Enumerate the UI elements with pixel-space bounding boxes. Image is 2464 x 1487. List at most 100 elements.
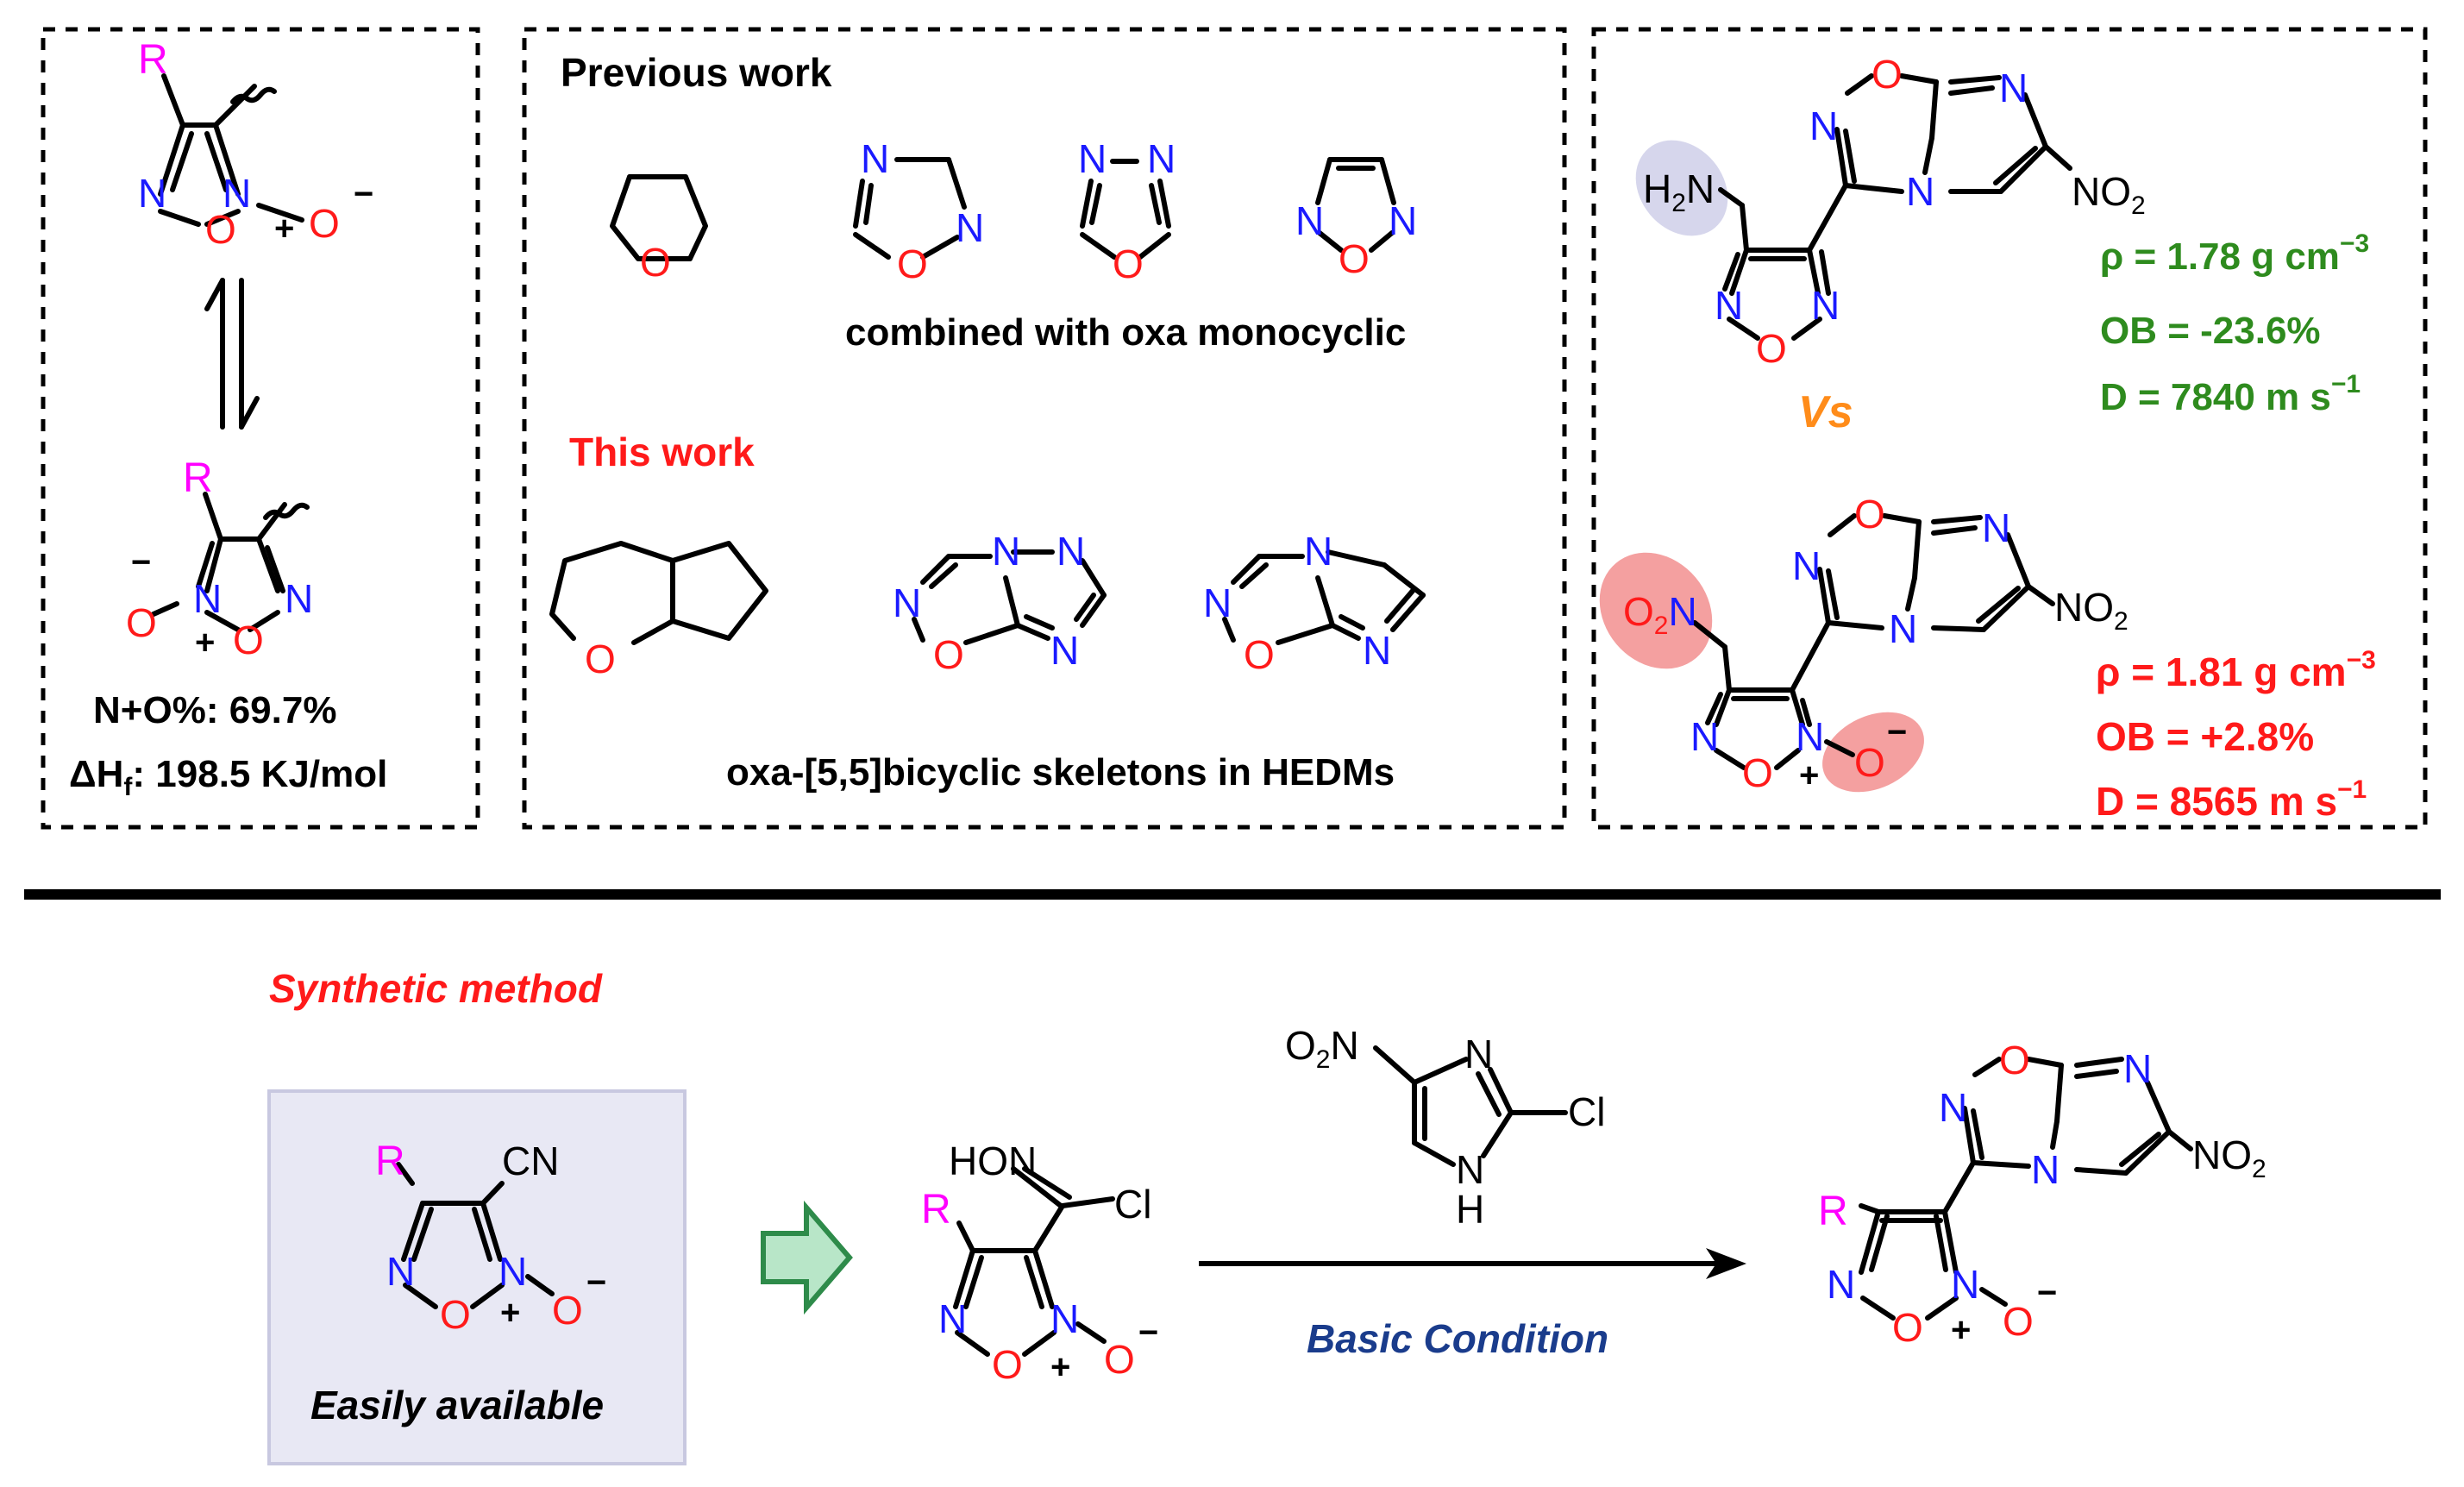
nitrogen-atom: N bbox=[893, 580, 921, 625]
nitro-group-label: NO2 bbox=[2192, 1133, 2267, 1183]
r-group-label: R bbox=[138, 37, 168, 83]
combined-monocyclic-caption: combined with oxa monocyclic bbox=[845, 311, 1406, 354]
nitro-group-label: O2N bbox=[1623, 589, 1697, 640]
nitrogen-atom: N bbox=[992, 529, 1020, 574]
nitrogen-atom: N bbox=[386, 1249, 415, 1294]
oxygen-atom: O bbox=[1872, 52, 1903, 97]
nitrogen-atom: N bbox=[1050, 628, 1079, 673]
nitrogen-atom: N bbox=[1464, 1032, 1493, 1076]
oxa-bicyclooctane-structure: O bbox=[549, 541, 768, 681]
plus-charge: + bbox=[274, 210, 294, 248]
starting-material-structure: R CN N N O O + − bbox=[375, 1139, 606, 1337]
oxygen-atom: O bbox=[933, 632, 964, 677]
compound2-oxygen-balance: OB = +2.8% bbox=[2096, 714, 2314, 759]
reaction-arrow bbox=[1199, 1248, 1746, 1279]
vs-label: Vs bbox=[1798, 387, 1853, 437]
nitrogen-atom: N bbox=[1889, 606, 1917, 651]
n-o-percent-label: N+O%: 69.7% bbox=[93, 689, 336, 731]
nitrogen-atom: N bbox=[285, 576, 313, 621]
r-group-label: R bbox=[375, 1139, 405, 1184]
furoxan-top-structure: R N N O O + − bbox=[138, 37, 373, 252]
oxadiazolo-imidazole-structure: N N N O bbox=[1203, 529, 1426, 677]
oxygen-atom: O bbox=[1854, 492, 1885, 536]
amino-group-label: H2N bbox=[1643, 166, 1715, 217]
nitrogen-atom: N bbox=[1796, 714, 1824, 759]
compound1-oxygen-balance: OB = -23.6% bbox=[2100, 310, 2321, 352]
oxygen-atom: O bbox=[440, 1292, 471, 1337]
minus-charge: − bbox=[1138, 1314, 1158, 1352]
nitrogen-atom: N bbox=[138, 171, 166, 216]
minus-charge: − bbox=[131, 543, 151, 581]
nitrogen-atom: N bbox=[1050, 1296, 1079, 1341]
nitrogen-atom: N bbox=[1078, 136, 1107, 181]
oxadiazole-124-structure: N N O bbox=[853, 136, 984, 286]
oxygen-atom: O bbox=[1742, 750, 1773, 795]
oxygen-atom: O bbox=[233, 618, 264, 662]
plus-charge: + bbox=[1050, 1348, 1070, 1386]
nitrogen-atom: N bbox=[861, 136, 889, 181]
chlorine-label: Cl bbox=[1568, 1089, 1605, 1134]
nitrogen-atom: N bbox=[1295, 198, 1324, 243]
amino-highlight bbox=[1635, 140, 1728, 236]
hydroxyimino-label: HON bbox=[949, 1139, 1037, 1183]
nitrogen-atom: N bbox=[2123, 1046, 2152, 1091]
oxygen-atom: O bbox=[1892, 1305, 1923, 1350]
easily-available-caption: Easily available bbox=[310, 1383, 604, 1427]
this-work-heading: This work bbox=[569, 430, 755, 474]
nitrogen-atom: N bbox=[1809, 104, 1838, 148]
enthalpy-label: ΔHf: 198.5 KJ/mol bbox=[69, 753, 387, 801]
nitrogen-atom: N bbox=[498, 1249, 527, 1294]
nitrogen-atom: N bbox=[193, 576, 222, 621]
oxygen-atom: O bbox=[1339, 236, 1370, 281]
oxygen-atom: O bbox=[1104, 1337, 1135, 1382]
compound2-density: ρ = 1.81 g cm−3 bbox=[2096, 646, 2376, 694]
minus-charge: − bbox=[1887, 713, 1907, 751]
nitro-highlight bbox=[1599, 552, 1713, 669]
nitrogen-atom: N bbox=[938, 1296, 967, 1341]
oxygen-atom: O bbox=[897, 242, 928, 286]
nitrogen-atom: N bbox=[1304, 529, 1332, 574]
tetrahydrofuran-structure: O bbox=[610, 174, 708, 285]
furoxan-bottom-structure: R N N O O + − bbox=[126, 455, 313, 662]
nitrogen-atom: N bbox=[1906, 169, 1934, 214]
nitrogen-atom: N bbox=[1951, 1262, 1979, 1307]
plus-charge: + bbox=[195, 624, 215, 662]
nitro-group-label: NO2 bbox=[2054, 585, 2129, 636]
nitrogen-atom: N bbox=[2031, 1147, 2060, 1192]
panel-comparison-frame bbox=[1591, 27, 2428, 830]
compound1-density: ρ = 1.78 g cm−3 bbox=[2100, 229, 2369, 278]
compound2-detonation-velocity: D = 8565 m s−1 bbox=[2096, 775, 2367, 824]
nitrogen-atom: N bbox=[1999, 66, 2028, 110]
oxadiazolo-triazole-structure: N N N N O bbox=[893, 529, 1107, 677]
product-structure: R N O N N N N O O + − NO2 bbox=[1818, 1038, 2267, 1350]
nitrile-group-label: CN bbox=[502, 1139, 559, 1183]
r-group-label: R bbox=[921, 1187, 951, 1233]
nitro-group-label: O2N bbox=[1285, 1023, 1359, 1074]
hydrogen-atom: H bbox=[1456, 1187, 1484, 1232]
plus-charge: + bbox=[500, 1294, 520, 1332]
oxygen-atom: O bbox=[309, 201, 340, 246]
minus-charge: − bbox=[2037, 1274, 2057, 1312]
nitrogen-atom: N bbox=[1389, 198, 1417, 243]
n-oxide-highlight bbox=[1822, 712, 1924, 793]
plus-charge: + bbox=[1951, 1311, 1971, 1349]
minus-charge: − bbox=[586, 1264, 606, 1302]
oxadiazole-134-structure: N N O bbox=[1078, 136, 1176, 286]
nitrogen-atom: N bbox=[1056, 529, 1085, 574]
oxygen-atom: O bbox=[1113, 242, 1144, 286]
chloroxime-intermediate-structure: HON Cl R N N O O + − bbox=[921, 1139, 1158, 1387]
oxygen-atom: O bbox=[126, 600, 157, 645]
synthetic-method-title: Synthetic method bbox=[269, 966, 603, 1011]
r-group-label: R bbox=[1818, 1189, 1848, 1234]
nitro-chloroimidazole-reagent: O2N N Cl N H bbox=[1285, 1023, 1605, 1232]
bicyclic-skeletons-caption: oxa-[5,5]bicyclic skeletons in HEDMs bbox=[726, 751, 1395, 794]
chlorine-label: Cl bbox=[1114, 1182, 1151, 1227]
minus-charge: − bbox=[354, 175, 373, 213]
nitrogen-atom: N bbox=[1982, 505, 2010, 550]
oxygen-atom: O bbox=[552, 1288, 583, 1333]
compound-amino-structure: N O N N N N O H2N NO2 bbox=[1643, 52, 2146, 371]
plus-charge: + bbox=[1799, 756, 1819, 794]
nitrogen-atom: N bbox=[1456, 1147, 1484, 1192]
oxygen-atom: O bbox=[992, 1342, 1023, 1387]
previous-work-heading: Previous work bbox=[561, 50, 832, 95]
